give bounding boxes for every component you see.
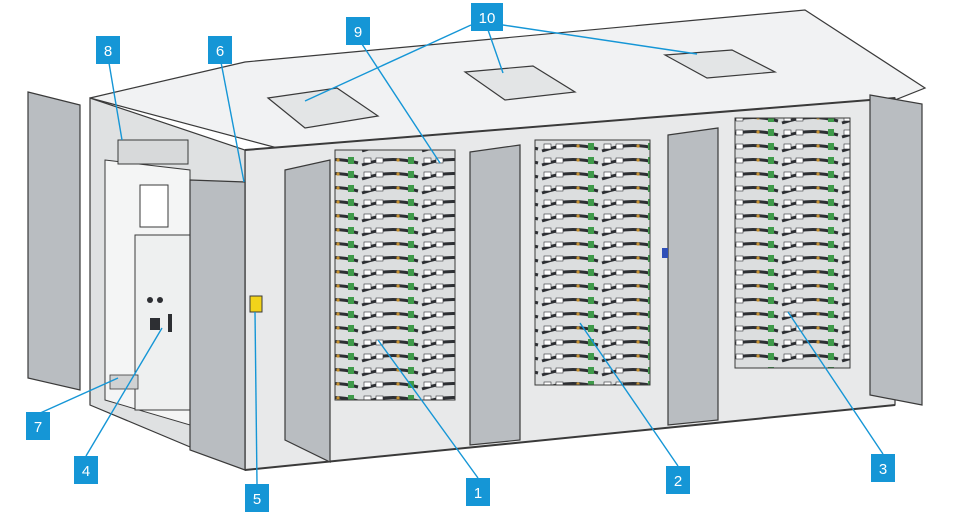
leader-5 (254, 311, 258, 485)
callout-1: 1 (466, 478, 490, 506)
battery-rack-1 (284, 144, 521, 463)
svg-text:3: 3 (879, 461, 887, 478)
leader-10c (502, 24, 698, 55)
leader-9 (357, 37, 441, 164)
callout-10: 10 (471, 3, 503, 31)
control-compartment (27, 91, 263, 471)
leader-8 (107, 56, 123, 141)
svg-text:4: 4 (82, 463, 90, 480)
leader-1 (377, 339, 479, 479)
svg-text:8: 8 (104, 43, 112, 60)
control-cabinet-4 (134, 234, 191, 411)
rack-2-right-door (667, 127, 719, 426)
svg-text:7: 7 (34, 419, 42, 436)
battery-rack-3 (734, 94, 923, 406)
compartment-door-6 (189, 179, 246, 471)
svg-text:9: 9 (354, 24, 362, 41)
roof-vent (266, 87, 380, 129)
rack-2-modules (534, 139, 651, 386)
roof-vent (463, 65, 577, 101)
callout-5: 5 (245, 484, 269, 512)
callout-7: 7 (26, 412, 50, 440)
callouts: 1 2 3 4 5 6 7 8 (26, 3, 895, 512)
battery-rack-2 (534, 127, 719, 426)
cabinet-display (139, 184, 169, 228)
rack-3-modules (734, 117, 851, 369)
leader-3 (787, 311, 884, 455)
rack-1-modules (334, 149, 456, 401)
callout-4: 4 (74, 456, 98, 484)
leader-4 (85, 327, 163, 457)
rack-3-right-door (869, 94, 923, 406)
leader-lines (37, 24, 884, 485)
svg-text:6: 6 (216, 43, 224, 60)
leader-2 (579, 322, 679, 467)
indicator-box-5 (249, 295, 263, 313)
svg-text:5: 5 (253, 491, 261, 508)
callout-6: 6 (208, 36, 232, 64)
svg-text:10: 10 (479, 10, 496, 27)
leader-10a (304, 24, 472, 102)
leader-7 (37, 377, 119, 415)
callout-2: 2 (666, 466, 690, 494)
rack-1-right-door (469, 144, 521, 446)
leader-6 (219, 56, 245, 183)
leader-10b (486, 26, 504, 74)
callout-8: 8 (96, 36, 120, 64)
left-outer-door (27, 91, 81, 391)
callout-3: 3 (871, 454, 895, 482)
roof-vent (662, 49, 778, 79)
roof-vents (266, 49, 778, 129)
svg-text:2: 2 (674, 473, 682, 490)
rack-1-door (284, 159, 331, 463)
callout-9: 9 (346, 17, 370, 45)
io-panel-7 (109, 374, 139, 390)
svg-text:1: 1 (474, 485, 482, 502)
hvac-unit-8 (117, 139, 189, 165)
